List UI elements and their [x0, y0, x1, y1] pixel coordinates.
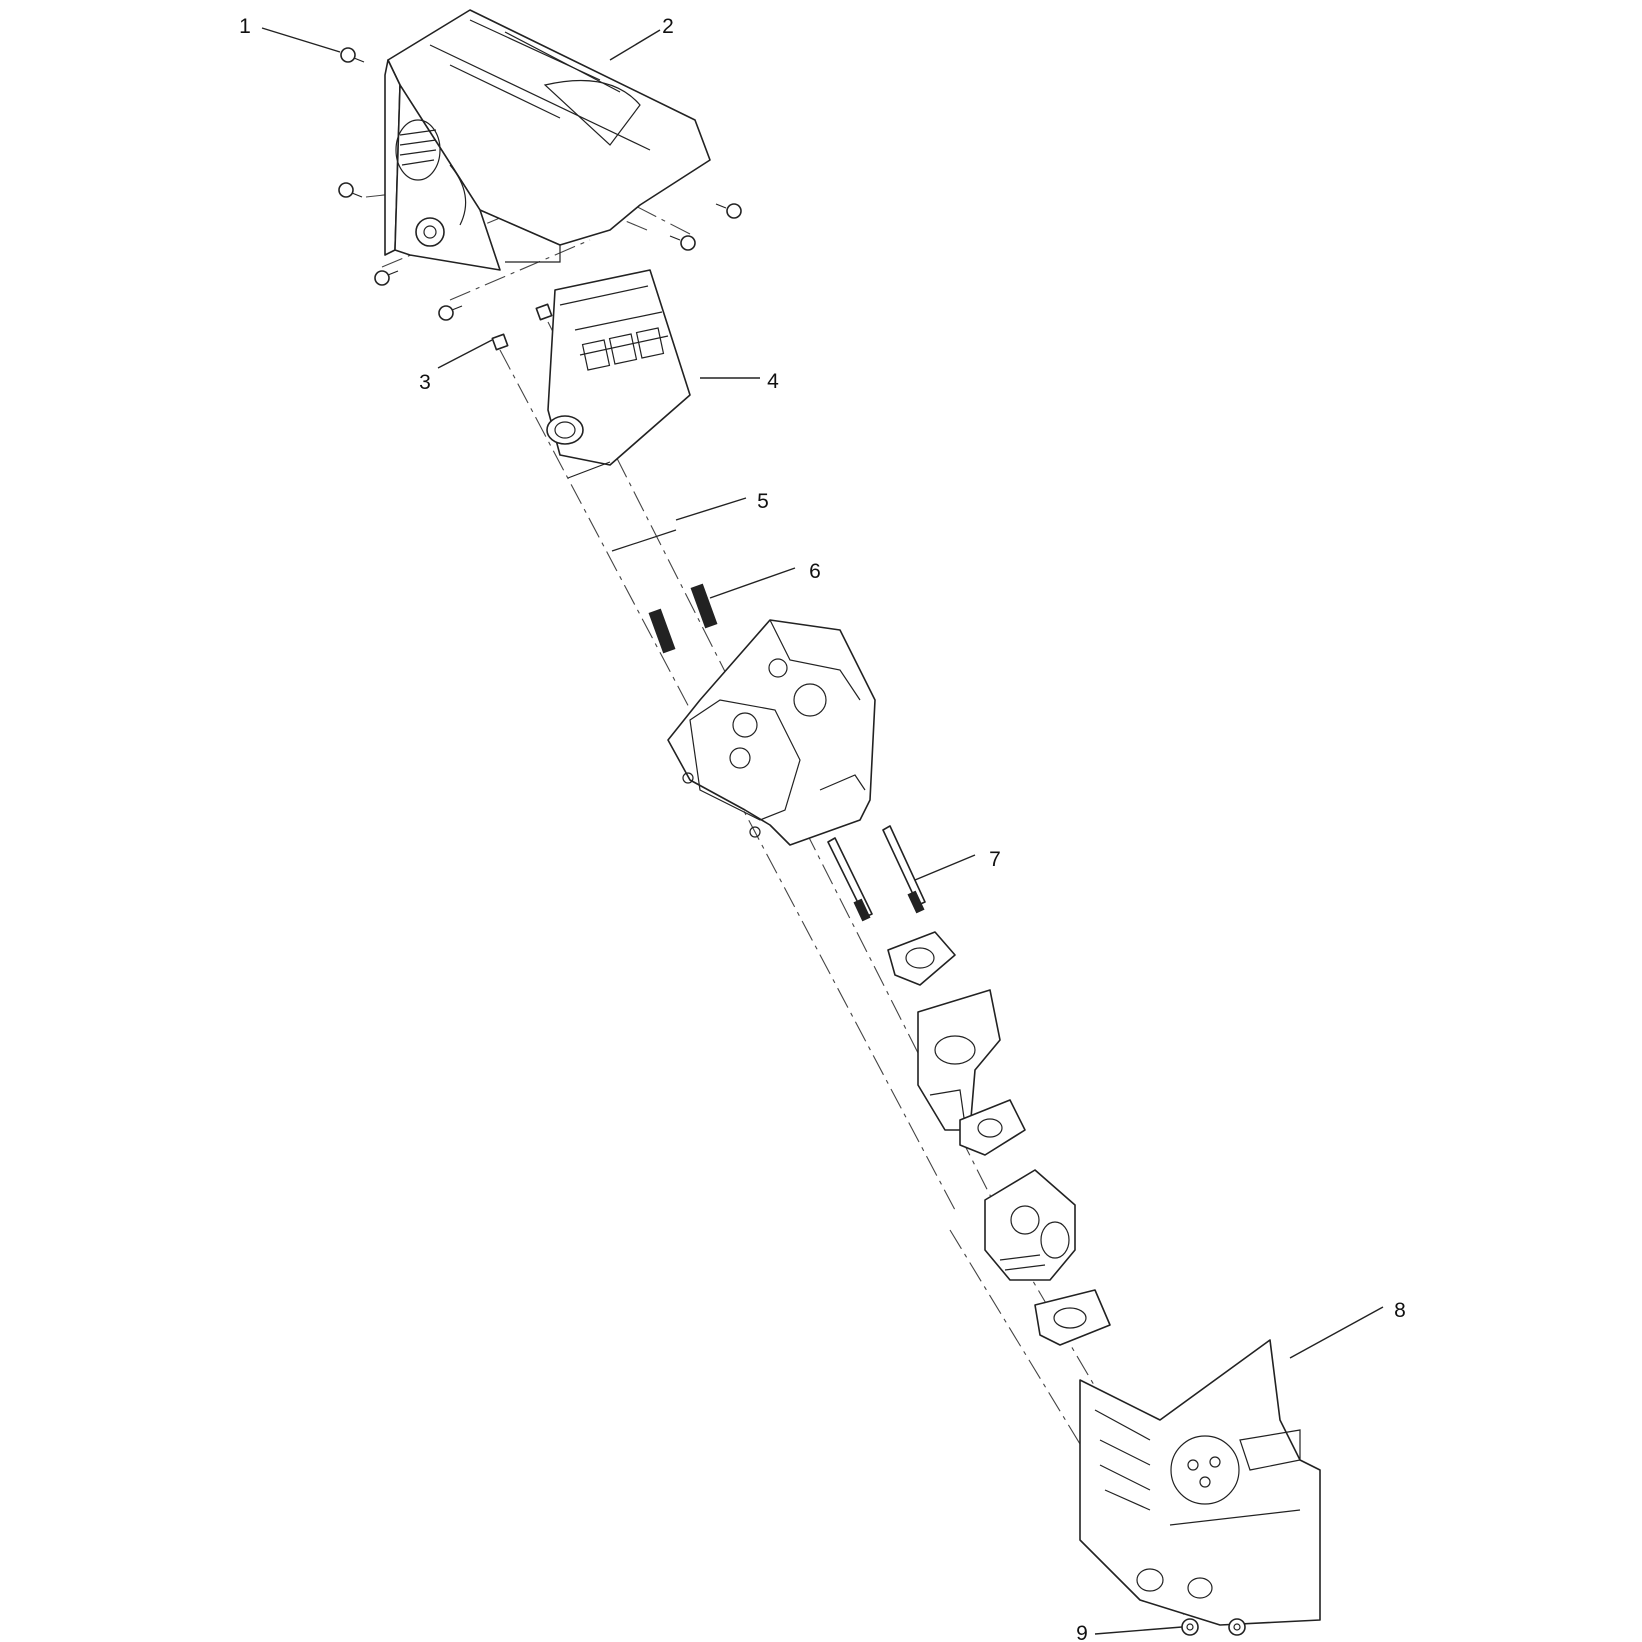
insulator-gasket [887, 931, 956, 986]
nut [1228, 1618, 1246, 1636]
nut [1181, 1618, 1199, 1636]
callout-8: 8 [1394, 1299, 1406, 1322]
part-5-gasket [611, 529, 677, 552]
leader-lines [261, 27, 1384, 1635]
air-cleaner-gasket [1034, 1289, 1111, 1346]
callout-labels: 1 2 3 4 5 6 7 8 9 [239, 15, 1406, 1642]
part-7-long-studs [827, 825, 926, 922]
callout-4: 4 [767, 370, 779, 393]
callout-7: 7 [989, 848, 1001, 871]
part-4-valve-cover [546, 269, 691, 479]
part-3-dowel-pins [491, 303, 553, 351]
callout-5: 5 [757, 490, 769, 513]
part-1-flange-bolts [338, 47, 742, 321]
part-6-studs [648, 583, 718, 654]
bolt [338, 182, 363, 198]
callout-1: 1 [239, 15, 251, 38]
callout-6: 6 [809, 560, 821, 583]
bolt [374, 270, 399, 286]
callout-2: 2 [662, 15, 674, 38]
bolt [715, 203, 742, 219]
bolt [340, 47, 365, 63]
callout-3: 3 [419, 371, 431, 394]
bolt [669, 235, 696, 251]
bolt [438, 305, 463, 321]
carburetor [984, 1169, 1076, 1281]
part-9-flange-nuts [1181, 1618, 1246, 1636]
carburetor-gasket [959, 1099, 1026, 1156]
part-2-engine-shroud [384, 9, 711, 271]
callout-9: 9 [1076, 1622, 1088, 1642]
carburetor-bracket [917, 989, 1001, 1131]
cylinder-head [667, 619, 876, 846]
part-8-lower-shroud [1079, 1339, 1321, 1626]
